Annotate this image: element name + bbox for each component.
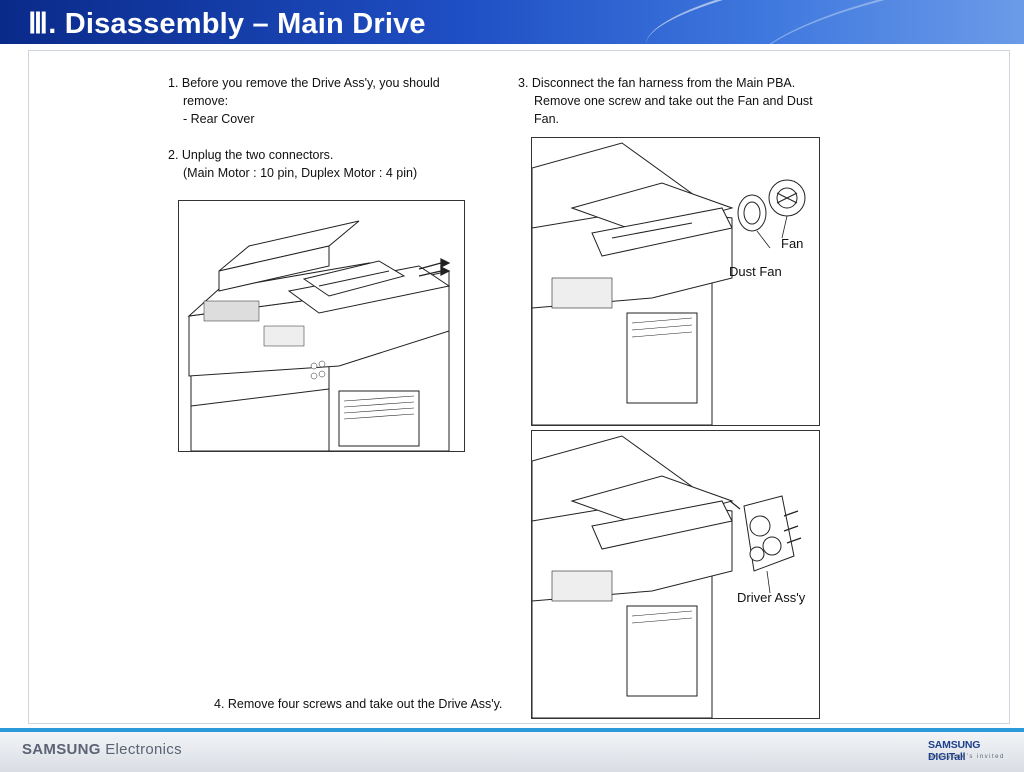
figure-remove-drive-assy <box>531 430 820 719</box>
step-3-line-1: 3. Disconnect the fan harness from the M… <box>518 76 796 90</box>
dust-fan-callout: Dust Fan <box>729 264 782 279</box>
samsung-electronics-logo: SAMSUNG Electronics <box>22 741 182 758</box>
digitall-tagline: everyone's invited <box>930 754 1005 760</box>
page-title: Ⅲ. Disassembly – Main Drive <box>28 8 426 40</box>
printer-illustration-2 <box>532 142 806 425</box>
digitall-wordmark: SAMSUNG DIGITall <box>928 739 981 763</box>
figure-unplug-connectors <box>178 200 465 452</box>
step-1-line-1: 1. Before you remove the Drive Ass'y, yo… <box>168 76 440 90</box>
printer-illustration-1 <box>187 220 451 451</box>
slide-footer: SAMSUNG Electronics SAMSUNG DIGITall eve… <box>0 728 1024 772</box>
figure-remove-fan <box>531 137 820 426</box>
step-3-text: 3. Disconnect the fan harness from the M… <box>518 74 813 128</box>
step-4-line-1: 4. Remove four screws and take out the D… <box>214 697 503 711</box>
step-4-text: 4. Remove four screws and take out the D… <box>214 695 502 713</box>
step-1-line-3: - Rear Cover <box>183 112 255 126</box>
step-2-text: 2. Unplug the two connectors. (Main Moto… <box>168 146 417 182</box>
slide-header: Ⅲ. Disassembly – Main Drive <box>0 0 1024 44</box>
fan-callout: Fan <box>781 236 804 251</box>
brand-light: Electronics <box>105 741 182 758</box>
driver-assy-callout: Driver Ass'y <box>737 590 806 605</box>
step-3-line-2: Remove one screw and take out the Fan an… <box>534 94 813 108</box>
step-3-line-3: Fan. <box>534 112 560 126</box>
step-1-text: 1. Before you remove the Drive Ass'y, yo… <box>168 74 440 128</box>
step-1-line-2: remove: <box>183 94 229 108</box>
step-2-line-2: (Main Motor : 10 pin, Duplex Motor : 4 p… <box>183 166 418 180</box>
printer-illustration-3 <box>532 435 802 718</box>
brand-bold: SAMSUNG <box>22 741 101 758</box>
samsung-digitall-logo: SAMSUNG DIGITall everyone's invited <box>928 737 1014 765</box>
step-2-line-1: 2. Unplug the two connectors. <box>168 148 334 162</box>
